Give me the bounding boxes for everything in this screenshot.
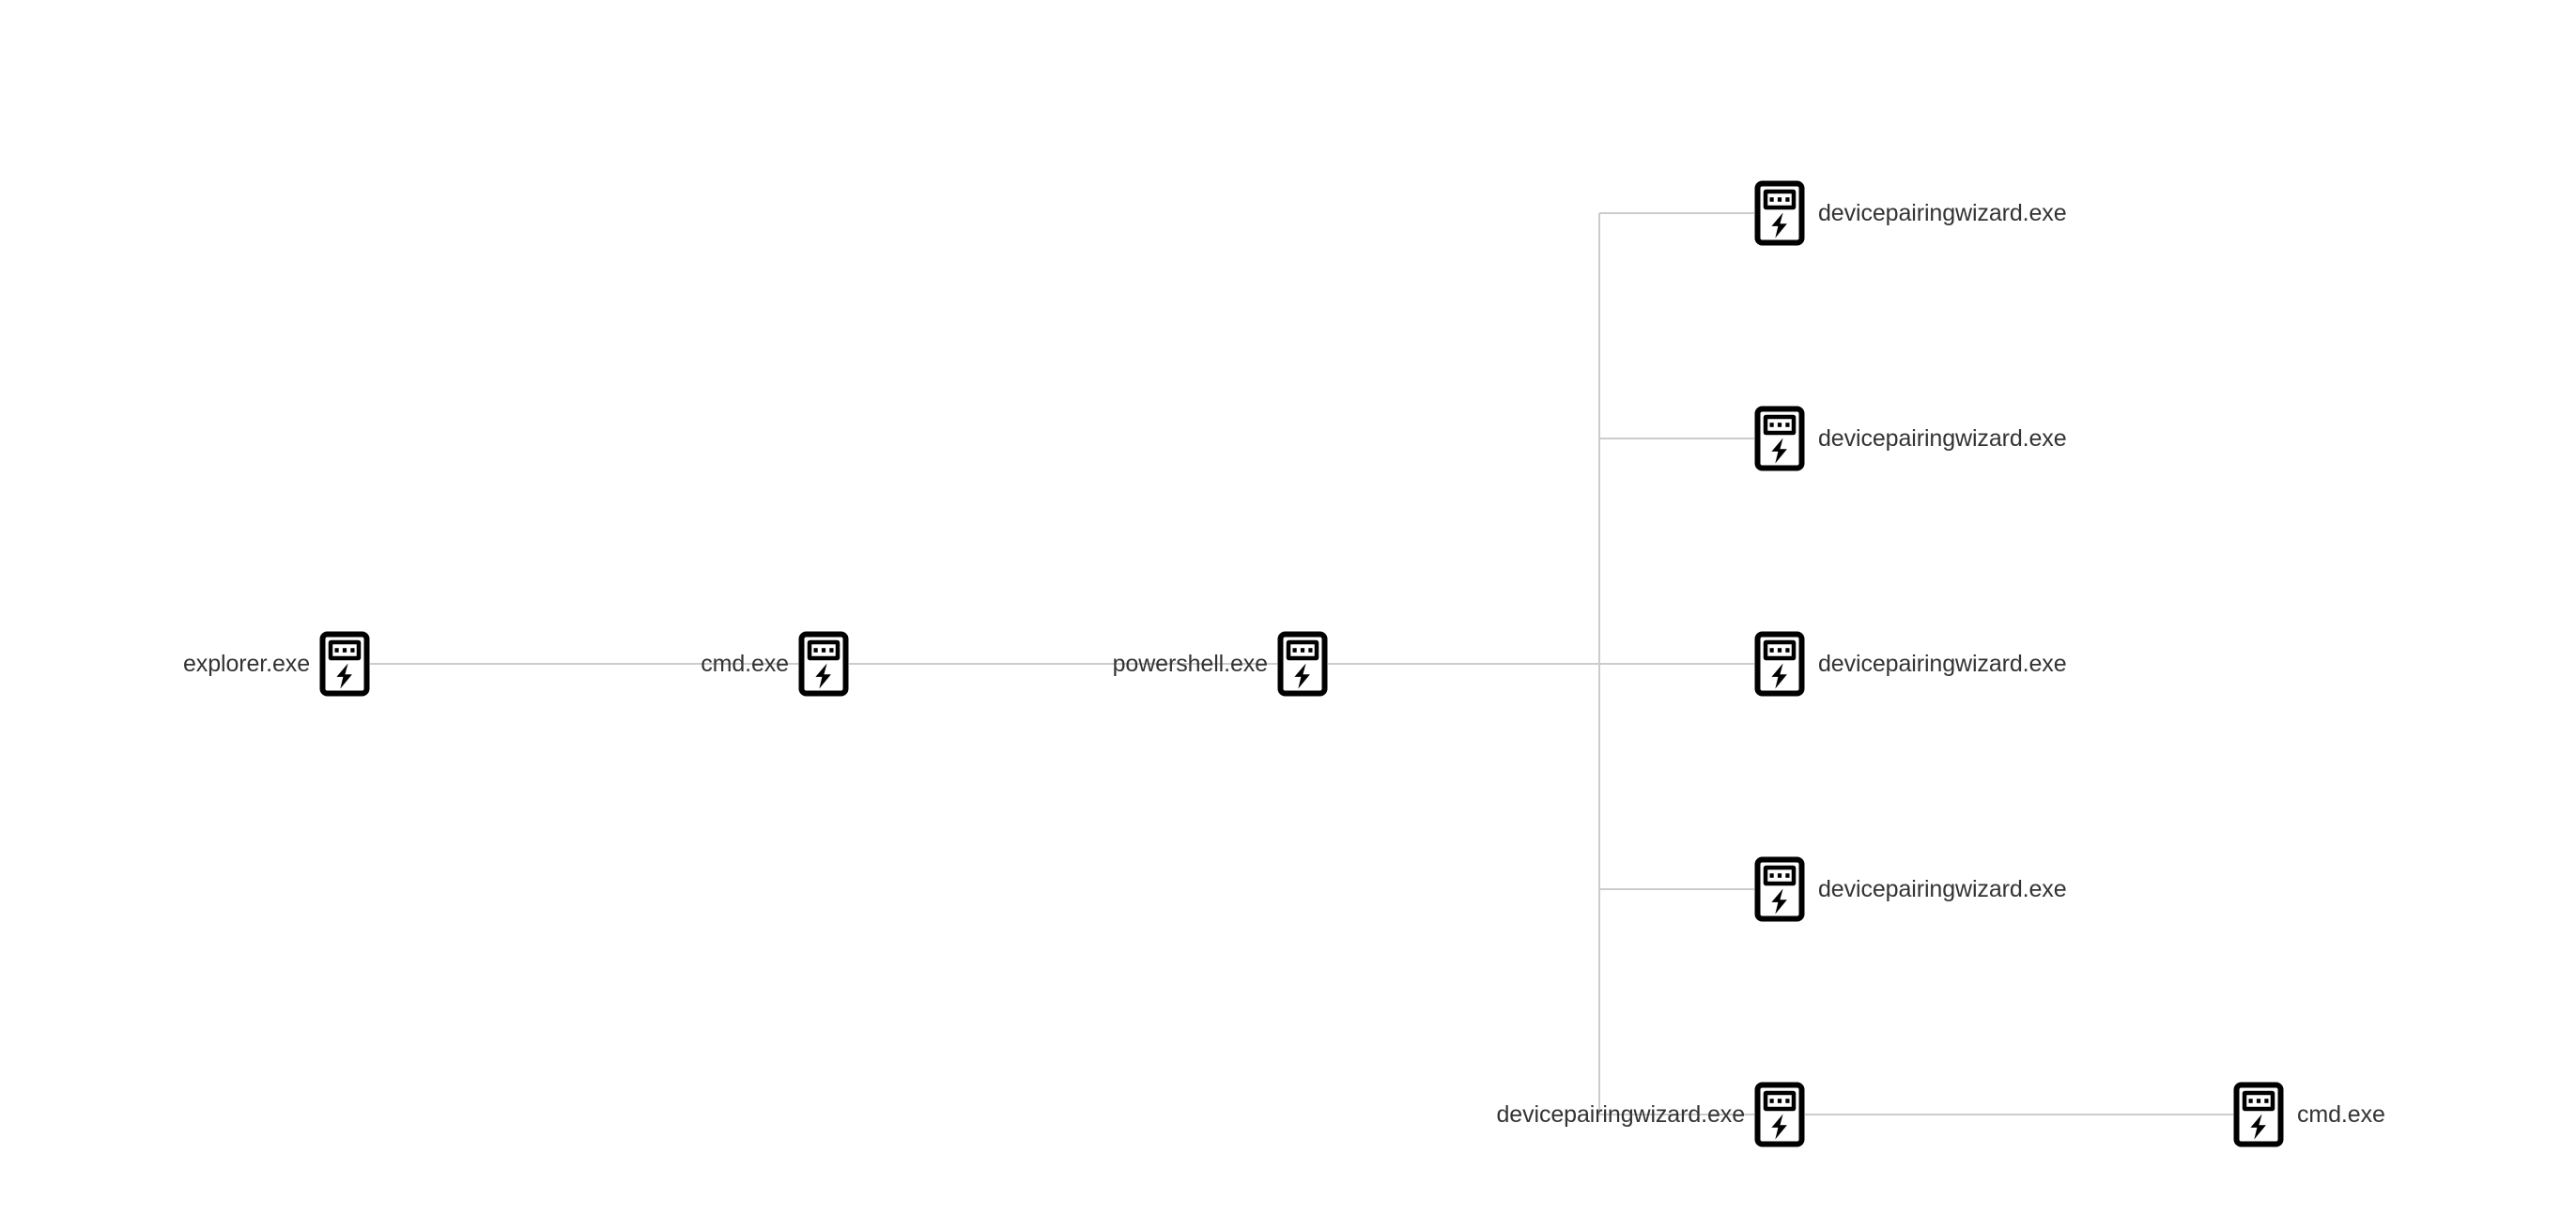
- process-node-powershell[interactable]: powershell.exe: [1113, 631, 1328, 697]
- process-node-cmd-1[interactable]: cmd.exe: [701, 631, 849, 697]
- process-executable-icon: [1754, 180, 1805, 246]
- process-node-dpw-2[interactable]: devicepairingwizard.exe: [1754, 406, 2067, 471]
- process-node-cmd-2[interactable]: cmd.exe: [2233, 1082, 2385, 1147]
- process-node-label-dpw-2: devicepairingwizard.exe: [1818, 424, 2067, 452]
- process-executable-icon: [1754, 631, 1805, 697]
- process-node-explorer[interactable]: explorer.exe: [183, 631, 370, 697]
- process-executable-icon: [1754, 406, 1805, 471]
- process-executable-icon: [798, 631, 849, 697]
- process-node-label-powershell: powershell.exe: [1112, 650, 1268, 677]
- process-node-label-cmd-1: cmd.exe: [701, 650, 789, 677]
- process-node-label-dpw-5: devicepairingwizard.exe: [1496, 1100, 1745, 1128]
- process-executable-icon: [1754, 856, 1805, 922]
- process-node-dpw-4[interactable]: devicepairingwizard.exe: [1754, 856, 2067, 922]
- process-node-label-dpw-3: devicepairingwizard.exe: [1818, 650, 2067, 677]
- process-node-label-dpw-1: devicepairingwizard.exe: [1818, 199, 2067, 226]
- process-node-label-dpw-4: devicepairingwizard.exe: [1818, 875, 2067, 902]
- process-node-label-explorer: explorer.exe: [183, 650, 310, 677]
- process-executable-icon: [2233, 1082, 2284, 1147]
- process-node-label-cmd-2: cmd.exe: [2297, 1100, 2385, 1128]
- process-executable-icon: [1754, 1082, 1805, 1147]
- process-executable-icon: [1277, 631, 1328, 697]
- process-node-dpw-1[interactable]: devicepairingwizard.exe: [1754, 180, 2067, 246]
- process-node-dpw-3[interactable]: devicepairingwizard.exe: [1754, 631, 2067, 697]
- process-executable-icon: [319, 631, 370, 697]
- process-node-dpw-5[interactable]: devicepairingwizard.exe: [1496, 1082, 1805, 1147]
